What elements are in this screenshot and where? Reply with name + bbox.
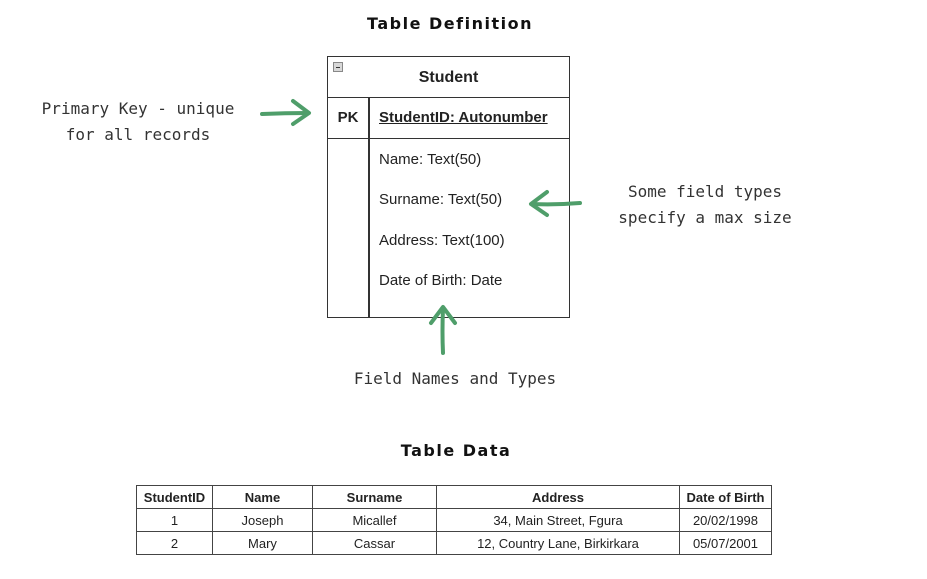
annotation-line: Primary Key - unique [41, 99, 235, 118]
table-row: 2 Mary Cassar 12, Country Lane, Birkirka… [136, 531, 772, 555]
table-row: 1 Joseph Micallef 34, Main Street, Fgura… [136, 508, 772, 532]
table-definition-title: Table Definition [367, 14, 533, 33]
header-date-of-birth: Date of Birth [679, 485, 772, 509]
header-name: Name [212, 485, 313, 509]
cell-surname: Micallef [312, 508, 437, 532]
field-types-annotation: Some field types specify a max size [600, 179, 810, 231]
arrow-to-primary-key [260, 99, 311, 126]
entity-name: Student [418, 69, 479, 86]
pk-label: PK [337, 109, 359, 126]
cell-name: Mary [212, 531, 313, 555]
student-entity: Student PK StudentID: Autonumber Name: T… [327, 56, 570, 318]
header-studentid: StudentID [136, 485, 213, 509]
table-data-title: Table Data [400, 441, 512, 460]
header-address: Address [436, 485, 680, 509]
arrow-to-field-names [429, 305, 457, 355]
student-data-table: StudentID Name Surname Address Date of B… [136, 485, 772, 555]
cell-date-of-birth: 20/02/1998 [679, 508, 772, 532]
annotation-line: specify a max size [618, 208, 792, 227]
field-address: Address: Text(100) [379, 232, 505, 249]
primary-key-row: PK StudentID: Autonumber [328, 98, 569, 139]
cell-name: Joseph [212, 508, 313, 532]
field-name: Name: Text(50) [379, 151, 482, 168]
table-header-row: StudentID Name Surname Address Date of B… [136, 485, 772, 509]
cell-studentid: 1 [136, 508, 213, 532]
cell-surname: Cassar [312, 531, 437, 555]
cell-studentid: 2 [136, 531, 213, 555]
collapse-icon[interactable] [333, 62, 343, 72]
column-divider [368, 98, 370, 317]
primary-key-annotation: Primary Key - unique for all records [28, 96, 248, 148]
field-surname: Surname: Text(50) [379, 191, 503, 208]
cell-address: 12, Country Lane, Birkirkara [436, 531, 680, 555]
entity-header: Student [328, 57, 569, 98]
cell-address: 34, Main Street, Fgura [436, 508, 680, 532]
cell-date-of-birth: 05/07/2001 [679, 531, 772, 555]
arrow-to-field-types [529, 190, 582, 217]
annotation-line: for all records [65, 125, 211, 144]
field-names-annotation: Field Names and Types [353, 369, 557, 388]
header-surname: Surname [312, 485, 437, 509]
annotation-line: Some field types [627, 182, 783, 201]
pk-field: StudentID: Autonumber [379, 109, 548, 126]
field-date-of-birth: Date of Birth: Date [379, 272, 503, 289]
